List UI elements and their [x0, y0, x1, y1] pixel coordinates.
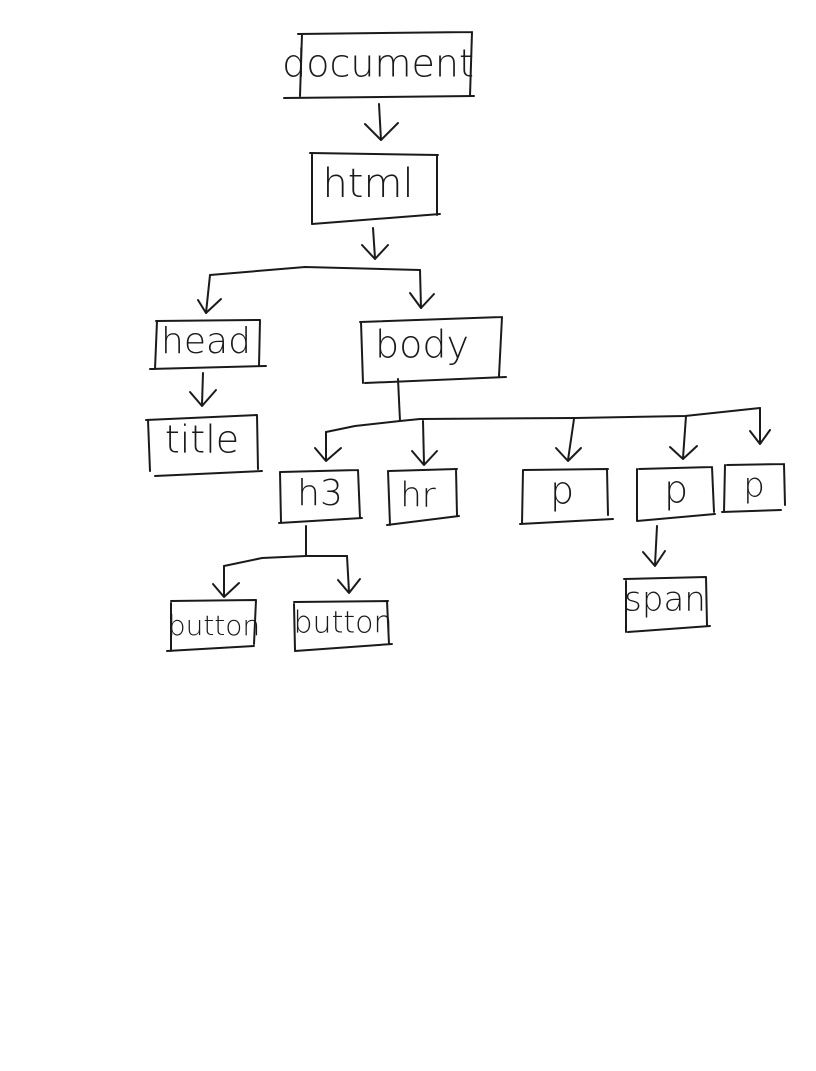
- node-document-box: [283, 31, 475, 99]
- node-document: document: [282, 31, 475, 99]
- node-button-1-box: [166, 599, 257, 652]
- node-h3-label: h3: [297, 473, 343, 514]
- edge-h3-bar: [223, 555, 348, 567]
- node-button-1: button: [166, 599, 260, 652]
- edge-body-stem: [397, 378, 401, 422]
- node-head: head: [149, 319, 267, 370]
- edge-document-html-arrowhead: [364, 122, 399, 141]
- edge-document-html: [364, 103, 399, 141]
- edge-document-html-line: [378, 103, 382, 141]
- edge-html-stem-arrowhead: [361, 244, 389, 260]
- node-document-label: document: [282, 42, 474, 86]
- node-button-2-label: button: [294, 606, 393, 641]
- edge-body-p1-arrowhead: [555, 447, 582, 462]
- edge-html-body-drop: [419, 269, 422, 309]
- node-p-1-box: [519, 468, 614, 525]
- edge-p2-span-line: [654, 525, 658, 566]
- edge-p2-span: [642, 525, 666, 567]
- node-title-label: title: [165, 418, 239, 462]
- node-h3-box: [278, 469, 363, 524]
- node-head-box: [149, 319, 267, 370]
- node-html-label: html: [322, 161, 413, 207]
- edge-body-p1-drop: [567, 418, 575, 461]
- edge-p2-span-arrowhead: [642, 550, 666, 567]
- node-body-box: [359, 316, 507, 384]
- edge-head-title-line: [201, 372, 204, 406]
- edge-h3-button1-arrowhead: [212, 582, 240, 598]
- node-p-1: p: [519, 468, 614, 525]
- edge-h3-button2-drop: [346, 555, 350, 593]
- node-span-box: [623, 576, 711, 633]
- edge-html-stem: [372, 227, 376, 259]
- edge-head-title-arrowhead: [189, 389, 217, 407]
- node-body-label: body: [375, 323, 469, 367]
- edge-html-head-arrowhead: [197, 298, 222, 314]
- edge-body-h3-arrowhead: [314, 447, 342, 462]
- node-p-3-label: p: [743, 466, 765, 506]
- node-span-label: span: [624, 580, 706, 620]
- node-hr: hr: [386, 468, 460, 526]
- edge-html-head-drop: [205, 274, 211, 314]
- node-span: span: [623, 576, 711, 633]
- node-head-label: head: [161, 321, 251, 362]
- node-html: html: [309, 152, 441, 225]
- node-button-1-label: button: [168, 609, 260, 642]
- node-p-2-box: [636, 466, 716, 522]
- edge-head-title: [189, 372, 217, 407]
- edge-body-p2-arrowhead: [669, 445, 698, 460]
- edge-html-bar: [209, 266, 421, 276]
- node-p-1-label: p: [550, 469, 574, 513]
- node-p-3: p: [721, 463, 786, 513]
- edge-h3-children: [212, 525, 361, 598]
- node-title-box: [145, 414, 263, 477]
- edge-html-body-arrowhead: [409, 292, 435, 309]
- node-h3: h3: [278, 469, 363, 524]
- node-p-2: p: [636, 466, 716, 522]
- edge-body-p2-drop: [682, 415, 687, 459]
- node-button-2-box: [293, 600, 393, 652]
- edge-body-hr-drop: [422, 420, 425, 465]
- edge-body-p3-arrowhead: [749, 429, 771, 445]
- node-hr-label: hr: [400, 476, 436, 516]
- node-button-2: button: [293, 600, 393, 652]
- edge-html-children: [197, 227, 435, 314]
- edge-body-hr-arrowhead: [411, 450, 438, 466]
- node-title: title: [145, 414, 263, 477]
- node-body: body: [359, 316, 507, 384]
- node-hr-box: [386, 468, 460, 526]
- node-p-3-box: [721, 463, 786, 513]
- node-p-2-label: p: [664, 468, 688, 512]
- edge-body-children: [314, 378, 771, 466]
- edge-h3-button2-arrowhead: [337, 578, 361, 594]
- edge-body-bar: [325, 407, 761, 433]
- node-html-box: [309, 152, 441, 225]
